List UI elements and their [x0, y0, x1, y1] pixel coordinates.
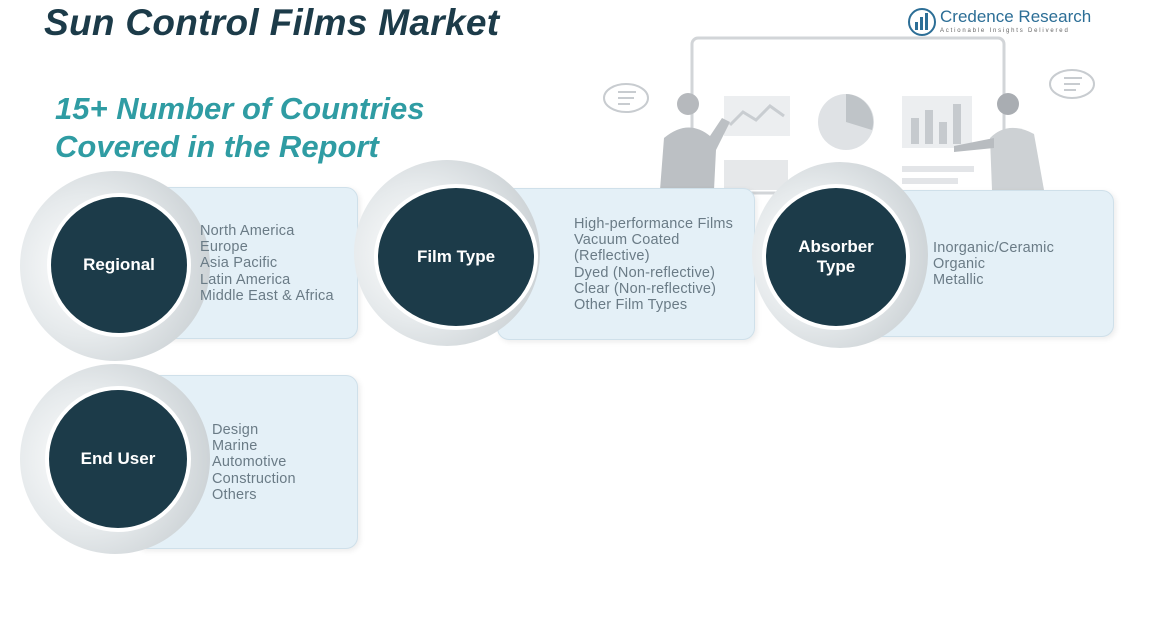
segment-items: Inorganic/Ceramic Organic Metallic	[933, 240, 1054, 289]
page-subtitle: 15+ Number of Countries Covered in the R…	[55, 90, 425, 166]
segment-items: High-performance Films Vacuum Coated (Re…	[574, 216, 733, 313]
list-item: Other Film Types	[574, 297, 688, 314]
list-item: Construction	[212, 470, 296, 487]
list-item: Europe	[200, 239, 248, 256]
list-item: Inorganic/Ceramic	[933, 240, 1055, 256]
presentation-people-illustration	[603, 36, 1095, 195]
segment-absorber-type: Absorber Type Inorganic/Ceramic Organic …	[752, 162, 1118, 352]
subtitle-line: Covered in the Report	[55, 129, 379, 164]
list-item: Asia Pacific	[200, 255, 278, 272]
list-item: (Reflective)	[574, 248, 650, 265]
list-item: High-performance Films	[574, 216, 734, 232]
list-item: Design	[212, 422, 259, 438]
segment-items: North America Europe Asia Pacific Latin …	[200, 223, 334, 304]
list-item: Vacuum Coated	[574, 232, 680, 249]
list-item: Clear (Non-reflective)	[574, 280, 717, 297]
logo-name: Credence Research	[940, 7, 1092, 26]
list-item: Others	[212, 486, 257, 503]
segment-label: Regional	[47, 193, 191, 337]
segment-end-user: End User Design Marine Automotive Constr…	[20, 360, 360, 560]
segment-regional: Regional North America Europe Asia Pacif…	[20, 166, 360, 361]
segment-items: Design Marine Automotive Construction Ot…	[212, 422, 296, 503]
list-item: Metallic	[933, 272, 984, 289]
segment-label: Film Type	[374, 184, 538, 330]
segment-panel	[497, 188, 755, 340]
subtitle-line: 15+ Number of Countries	[55, 91, 425, 126]
list-item: Dyed (Non-reflective)	[574, 264, 716, 281]
list-item: Organic	[933, 256, 986, 273]
list-item: Middle East & Africa	[200, 287, 334, 304]
list-item: North America	[200, 223, 295, 239]
segment-film-type: Film Type High-performance Films Vacuum …	[354, 160, 758, 350]
list-item: Automotive	[212, 454, 287, 471]
segment-label: End User	[45, 386, 191, 532]
list-item: Latin America	[200, 271, 291, 288]
page-title: Sun Control Films Market	[44, 2, 500, 43]
bar-chart-logo-icon	[908, 8, 936, 36]
brand-logo: Credence Research Actionable Insights De…	[908, 6, 1098, 38]
segment-label: Absorber Type	[762, 184, 910, 330]
logo-tagline: Actionable Insights Delivered	[940, 28, 1070, 34]
list-item: Marine	[212, 438, 258, 455]
